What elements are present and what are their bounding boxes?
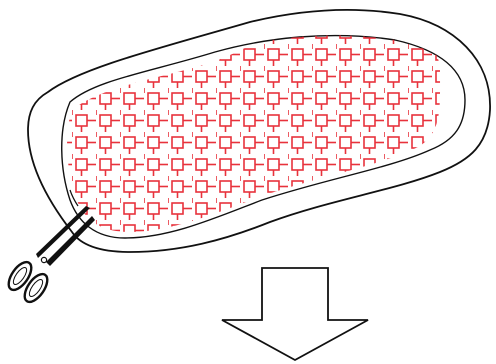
arrow-down-icon <box>222 268 368 360</box>
